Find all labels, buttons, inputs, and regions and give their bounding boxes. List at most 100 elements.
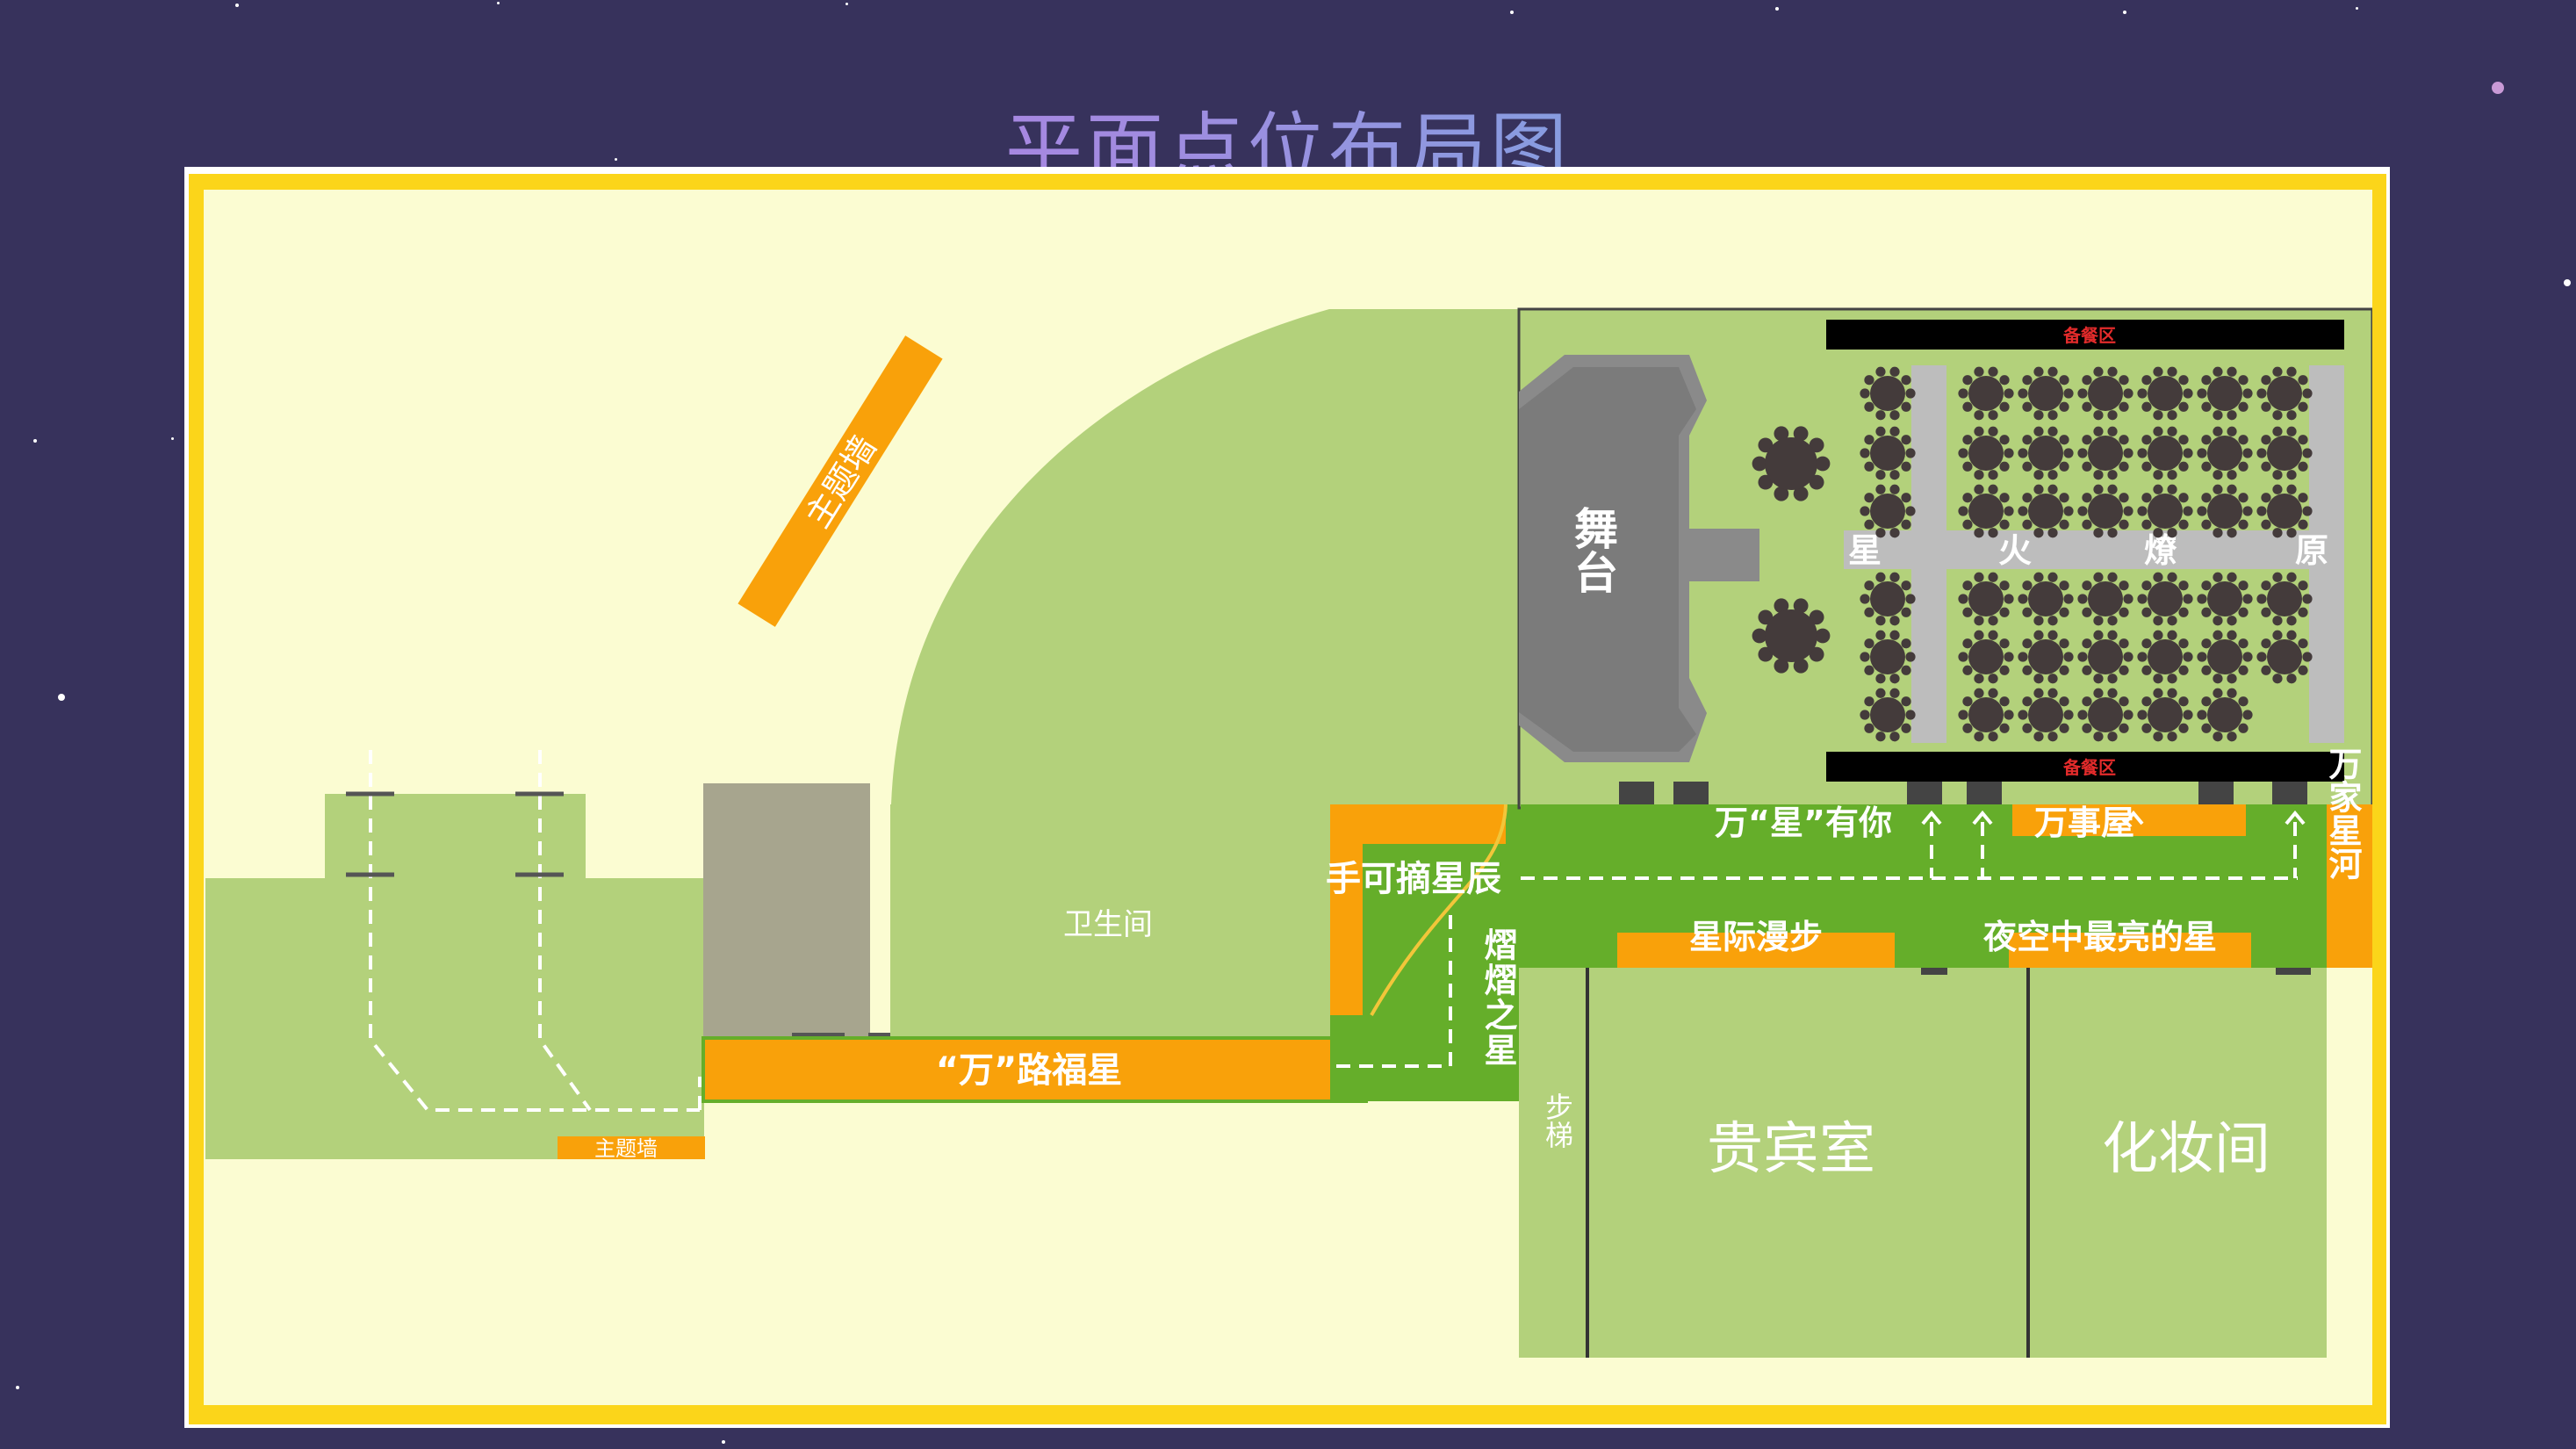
brightest-star-block xyxy=(2009,933,2251,968)
round-table-icon xyxy=(1958,572,2014,626)
round-table-icon xyxy=(2077,366,2133,421)
round-table-icon xyxy=(2197,366,2253,421)
star-dot xyxy=(497,2,500,4)
star-dot xyxy=(235,4,239,7)
round-table-icon xyxy=(2077,426,2133,480)
round-table-icon xyxy=(2256,366,2313,421)
round-tables xyxy=(1752,366,2313,742)
fortune-path-label: “万”路福星 xyxy=(936,1050,1123,1091)
star-walk-block xyxy=(1617,933,1895,968)
aisle-char: 星 xyxy=(1848,531,1882,570)
round-table-icon xyxy=(2077,484,2133,538)
star-dot xyxy=(33,439,37,443)
buffet-label-bottom: 备餐区 xyxy=(2062,757,2116,778)
round-table-icon xyxy=(2018,572,2074,626)
star-dot xyxy=(2492,82,2504,94)
star-dot xyxy=(1510,11,1514,14)
round-table-icon xyxy=(1860,630,1916,684)
star-dot xyxy=(171,437,174,440)
shining-star-label: 熠熠之星 xyxy=(1479,927,1517,1068)
reach-stars-label: 手可摘星辰 xyxy=(1326,859,1501,899)
walkway-line xyxy=(1336,910,1452,1068)
aisle-char: 燎 xyxy=(2144,531,2177,570)
theme-wall-small-label: 主题墙 xyxy=(594,1136,658,1161)
floor-plan-svg: 主题墙 主题墙 卫生间 “万”路福星 手可摘星辰 熠熠之星 舞台 备餐区 备餐区… xyxy=(205,307,2372,1358)
theme-wall-small xyxy=(558,1136,705,1159)
star-dot xyxy=(845,3,848,5)
round-table-icon xyxy=(2018,366,2074,421)
round-table-icon xyxy=(2137,630,2193,684)
round-table-icon xyxy=(1958,426,2014,480)
corridor-walkway xyxy=(1521,822,2298,880)
round-table-icon xyxy=(2018,484,2074,538)
starry-river-label: 万家星河 xyxy=(2323,746,2362,880)
round-table-icon xyxy=(2197,572,2253,626)
star-dot xyxy=(58,694,65,701)
round-table-icon xyxy=(2197,484,2253,538)
aisle-char: 火 xyxy=(1998,531,2032,570)
star-dot xyxy=(615,158,617,161)
aisle xyxy=(1844,530,2344,569)
door-icon xyxy=(1673,782,1709,804)
door-icon xyxy=(2272,782,2307,804)
starry-river-block xyxy=(2327,804,2372,968)
round-table-icon xyxy=(1860,366,1916,421)
star-walk-label: 星际漫步 xyxy=(1689,918,1823,956)
round-table-icon xyxy=(1958,484,2014,538)
round-table-icon xyxy=(1752,598,1831,674)
round-table-icon xyxy=(2018,688,2074,742)
round-table-icon xyxy=(2256,630,2313,684)
round-table-icon xyxy=(2137,366,2193,421)
round-table-icon xyxy=(2197,630,2253,684)
round-table-icon xyxy=(1860,426,1916,480)
ballroom-doors xyxy=(1619,782,2307,804)
round-table-icon xyxy=(2197,426,2253,480)
reach-stars-orange xyxy=(1330,804,1506,1015)
round-table-icon xyxy=(2256,572,2313,626)
brightest-star-label: 夜空中最亮的星 xyxy=(1982,918,2217,956)
restroom-label: 卫生间 xyxy=(1063,907,1153,942)
buffet-label-top: 备餐区 xyxy=(2062,325,2116,346)
round-table-icon xyxy=(2018,630,2074,684)
left-lawn xyxy=(205,794,704,1159)
round-table-icon xyxy=(2197,688,2253,742)
door-icon xyxy=(1967,782,2002,804)
stage-top xyxy=(1519,367,1696,752)
round-table-icon xyxy=(1860,484,1916,538)
round-table-icon xyxy=(2256,426,2313,480)
round-table-icon xyxy=(2077,630,2133,684)
aisle-char: 原 xyxy=(2295,531,2328,570)
round-table-icon xyxy=(1958,366,2014,421)
reach-stars-curve xyxy=(1370,804,1507,1016)
left-gates xyxy=(346,791,564,877)
star-dot xyxy=(722,1440,725,1444)
wanshi-house-label: 万事屋 xyxy=(2034,804,2134,842)
round-table-icon xyxy=(2137,572,2193,626)
star-dot xyxy=(16,1386,19,1389)
round-table-icon xyxy=(2018,426,2074,480)
round-table-icon xyxy=(2137,688,2193,742)
chevron-up-icon xyxy=(1921,810,2306,825)
stairs-area xyxy=(1519,968,1587,1358)
makeup-room-label: 化妆间 xyxy=(2102,1117,2270,1182)
floor-plan: 主题墙 主题墙 卫生间 “万”路福星 手可摘星辰 熠熠之星 舞台 备餐区 备餐区… xyxy=(204,190,2372,1405)
round-table-icon xyxy=(2077,572,2133,626)
round-table-icon xyxy=(2137,484,2193,538)
door-icon xyxy=(2276,968,2311,975)
door-icon xyxy=(1619,782,1654,804)
round-table-icon xyxy=(2137,426,2193,480)
door-icon xyxy=(1921,968,1947,975)
star-with-you-label: 万“星”有你 xyxy=(1715,804,1892,842)
round-table-icon xyxy=(1752,426,1831,501)
star-dot xyxy=(1775,7,1779,11)
left-walkway-line xyxy=(369,750,702,1112)
round-table-icon xyxy=(1958,630,2014,684)
round-table-icon xyxy=(2256,484,2313,538)
vip-room xyxy=(1587,968,2028,1358)
round-table-icon xyxy=(1860,572,1916,626)
buffet-banner-top xyxy=(1826,320,2344,350)
theme-wall-diagonal: 主题墙 xyxy=(738,335,943,627)
gray-building xyxy=(703,783,870,1038)
door-icon xyxy=(1907,782,1942,804)
star-dot xyxy=(2564,279,2571,286)
